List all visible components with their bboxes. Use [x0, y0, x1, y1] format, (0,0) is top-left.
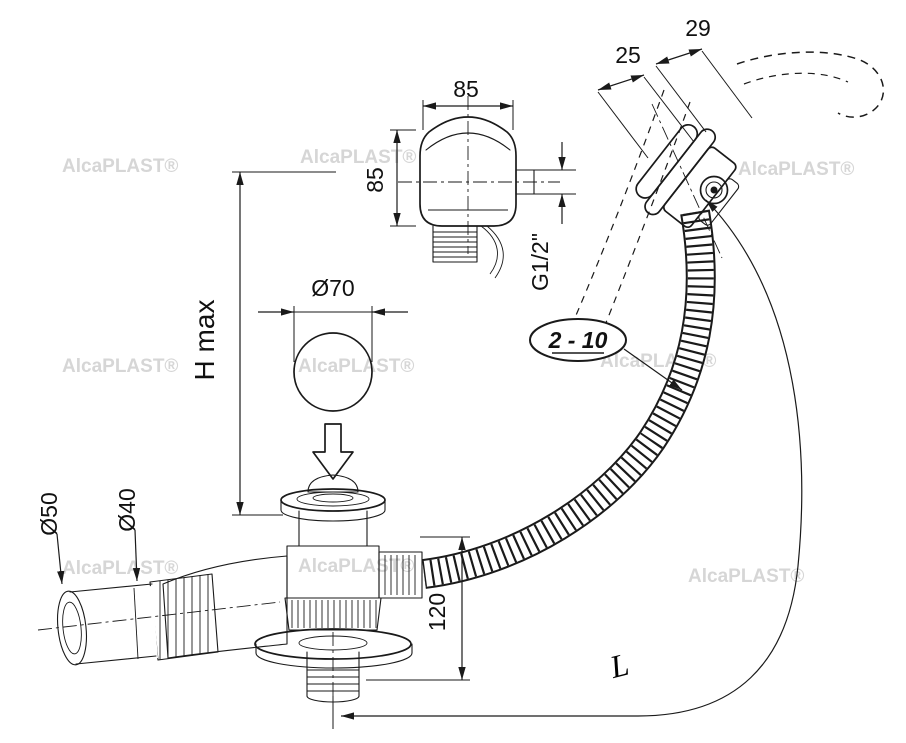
- dimension-25: 25: [597, 42, 695, 159]
- watermark-layer: AlcaPLAST® AlcaPLAST® AlcaPLAST® AlcaPLA…: [62, 147, 854, 587]
- dimension-dia-50: Ø50: [36, 492, 65, 585]
- dimension-85-height: 85: [362, 129, 416, 227]
- threaded-stub: [432, 225, 478, 263]
- watermark: AlcaPLAST®: [62, 156, 178, 177]
- slip-nut: [284, 597, 382, 631]
- dimension-dia-70: Ø70: [258, 275, 408, 362]
- watermark: AlcaPLAST®: [62, 558, 178, 579]
- bath-rim-dashed: [736, 51, 885, 118]
- dim-label-wall-range: 2 - 10: [548, 327, 608, 353]
- dim-label-rim-offset-outer: 29: [685, 15, 711, 41]
- tub-wall-dashed: [573, 89, 691, 339]
- dimension-29: 29: [655, 15, 753, 133]
- drain-assembly: [37, 474, 423, 732]
- dim-label-hose-length: L: [605, 646, 632, 685]
- outlet-elbow: [37, 555, 288, 666]
- dimension-85-width: 85: [422, 76, 514, 130]
- watermark: AlcaPLAST®: [688, 566, 804, 587]
- watermark: AlcaPLAST®: [738, 159, 854, 180]
- watermark: AlcaPLAST®: [300, 147, 416, 168]
- dim-label-outlet-inner: Ø40: [114, 488, 140, 531]
- bottom-flange: [254, 628, 413, 669]
- watermark: AlcaPLAST®: [62, 356, 178, 377]
- dim-label-head-width: 85: [453, 76, 479, 102]
- dim-label-height-max: H max: [189, 300, 220, 381]
- dim-label-body-height: 120: [424, 593, 450, 631]
- dim-label-head-height: 85: [362, 167, 388, 193]
- dimension-g12-thread: G1/2": [520, 142, 576, 291]
- dimension-dia-40: Ø40: [114, 488, 141, 582]
- dim-label-thread-size: G1/2": [527, 233, 553, 291]
- dim-label-outlet-outer: Ø50: [36, 492, 62, 535]
- dimension-length-l: L: [332, 199, 803, 729]
- dim-label-plug-diameter: Ø70: [311, 275, 354, 301]
- down-arrow-icon: [312, 423, 354, 480]
- plug: [280, 474, 386, 522]
- dim-label-rim-offset-inner: 25: [615, 42, 641, 68]
- flexible-hose: [422, 209, 716, 589]
- outlet-end-face: [56, 590, 88, 666]
- dimension-h-max: H max: [189, 171, 336, 516]
- watermark: AlcaPLAST®: [298, 356, 414, 377]
